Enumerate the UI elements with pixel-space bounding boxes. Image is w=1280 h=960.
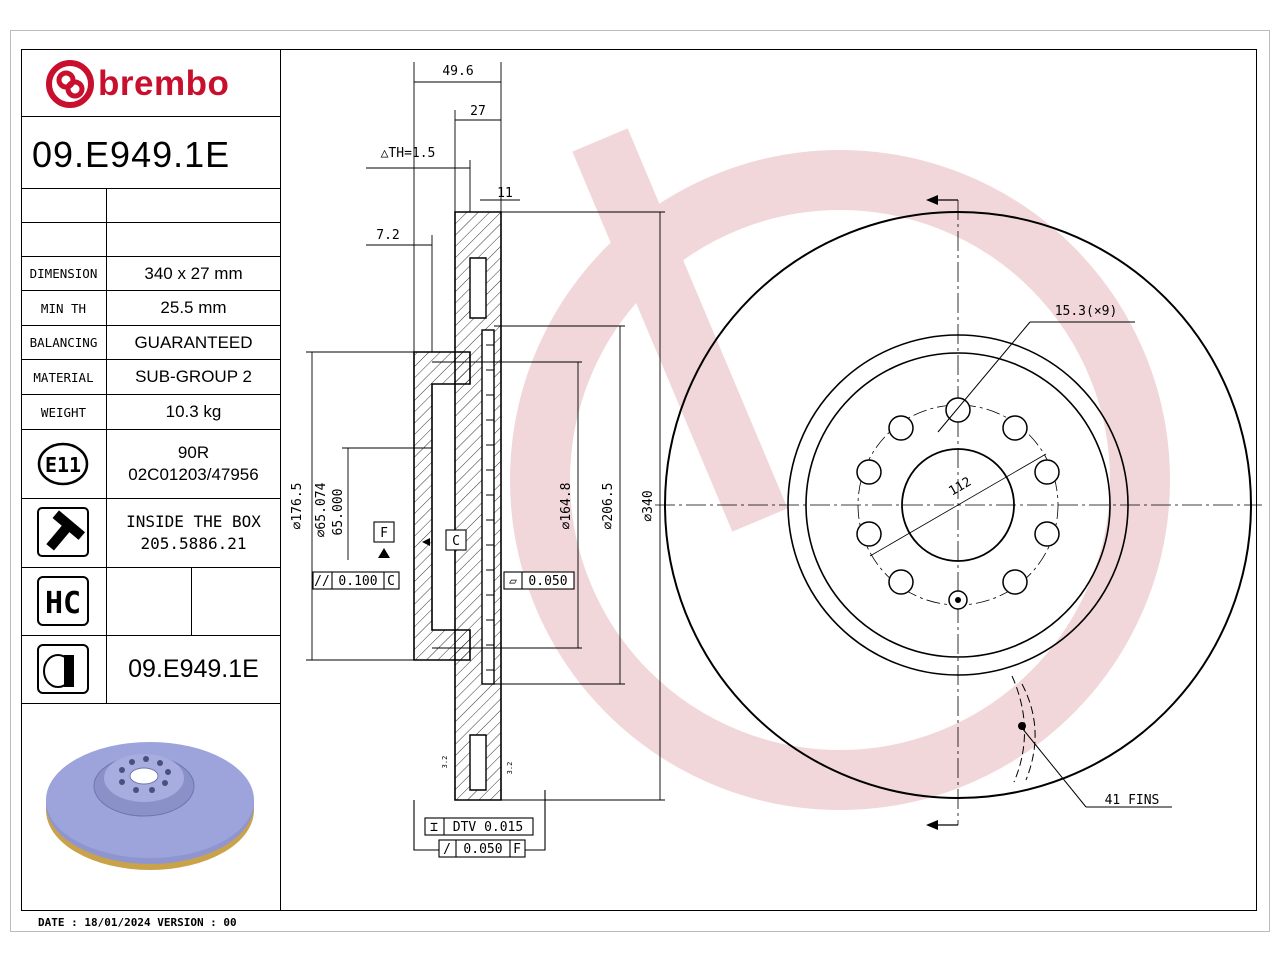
spec-value: 10.3 kg (165, 402, 222, 421)
brembo-logo-icon (46, 60, 94, 108)
spec-row-material: MATERIAL SUB-GROUP 2 (21, 360, 280, 395)
brand-wordmark: brembo (98, 64, 230, 103)
disc-code-row: 09.E949.1E (21, 636, 280, 704)
homologation-line1: 90R (177, 443, 210, 462)
spec-label: WEIGHT (21, 395, 107, 429)
spec-label: DIMENSION (21, 257, 107, 290)
dim-d65b: 65.000 (331, 489, 346, 536)
disc-code: 09.E949.1E (128, 655, 259, 683)
part-number: 09.E949.1E (32, 134, 231, 175)
hole-callout: 15.3(×9) (1055, 304, 1118, 319)
e11-badge-text: E11 (45, 453, 81, 477)
e11-badge-icon: E11 (37, 442, 89, 486)
spec-label: MATERIAL (21, 360, 107, 394)
dim-7-2: 7.2 (376, 228, 399, 243)
spec-value: GUARANTEED (134, 332, 253, 352)
fin-callout (937, 321, 1172, 808)
dtv-value: DTV 0.015 (453, 820, 523, 835)
spec-row-balancing: BALANCING GUARANTEED (21, 326, 280, 360)
spec-label: BALANCING (21, 326, 107, 359)
screw-row: INSIDE THE BOX 205.5886.21 (21, 499, 280, 568)
date-version: DATE : 18/01/2024 VERSION : 00 (38, 916, 237, 929)
sheet-border (10, 30, 1270, 932)
hc-badge-icon: HC (37, 576, 89, 626)
runout-ref: F (513, 842, 521, 857)
screw-line2: 205.5886.21 (140, 534, 247, 553)
spec-row-min-th: MIN TH 25.5 mm (21, 291, 280, 326)
datum-f: F (380, 526, 388, 541)
screw-line1: INSIDE THE BOX (126, 512, 261, 531)
blank-row-2 (21, 223, 280, 257)
parallel-symbol: // (314, 574, 330, 589)
top-dimension-lines (306, 62, 665, 801)
spec-value: 25.5 mm (160, 298, 227, 317)
parallel-ref: C (387, 574, 395, 589)
runout-symbol: / (443, 842, 451, 857)
roughness-a: 3.2 (441, 756, 449, 769)
part-number-row (21, 117, 280, 189)
flatness-symbol: ▱ (509, 574, 517, 589)
dim-11: 11 (497, 186, 513, 201)
hc-row (21, 568, 280, 636)
dim-49-6: 49.6 (442, 64, 473, 79)
dim-d206: ⌀206.5 (601, 483, 616, 530)
runout-value: 0.050 (463, 842, 502, 857)
homologation-line2: 02C01203/47956 (128, 465, 259, 484)
drawing-frame (21, 49, 1257, 911)
dim-d164: ⌀164.8 (559, 483, 574, 530)
spec-row-dimension: DIMENSION 340 x 27 mm (21, 257, 280, 291)
datum-c: C (452, 534, 460, 549)
dim-d65a: ⌀65.074 (314, 482, 329, 537)
disc-render-image (46, 742, 254, 870)
pcd-label: 112 (946, 475, 974, 500)
dim-th-tolerance: △TH=1.5 (381, 146, 436, 161)
gdt-frames (312, 521, 575, 858)
dim-d176: ⌀176.5 (290, 483, 305, 530)
parallel-value: 0.100 (338, 574, 377, 589)
spec-value: 340 x 27 mm (144, 263, 243, 283)
homologation-row: 90R 02C01203/47956 (21, 430, 280, 499)
brand-row (21, 49, 280, 117)
spec-label: MIN TH (21, 291, 107, 325)
front-view (655, 199, 1262, 826)
dtv-symbol: ⌶ (430, 820, 438, 835)
spec-value: SUB-GROUP 2 (135, 367, 252, 386)
blank-row-1 (21, 189, 280, 223)
dim-d340: ⌀340 (641, 490, 656, 521)
screw-icon (37, 507, 89, 557)
spec-row-weight: WEIGHT 10.3 kg (21, 395, 280, 430)
dim-27: 27 (470, 104, 486, 119)
title-block: DIMENSION 340 x 27 mm MIN TH 25.5 mm BALAN… (21, 49, 281, 911)
disc-section-icon (37, 644, 89, 694)
flatness-value: 0.050 (528, 574, 567, 589)
hc-badge-text: HC (45, 586, 81, 621)
vane-ticks (486, 344, 494, 671)
roughness-b: 3.2 (506, 762, 514, 775)
fins-label: 41 FINS (1105, 793, 1160, 808)
bolt-holes (856, 397, 1060, 610)
